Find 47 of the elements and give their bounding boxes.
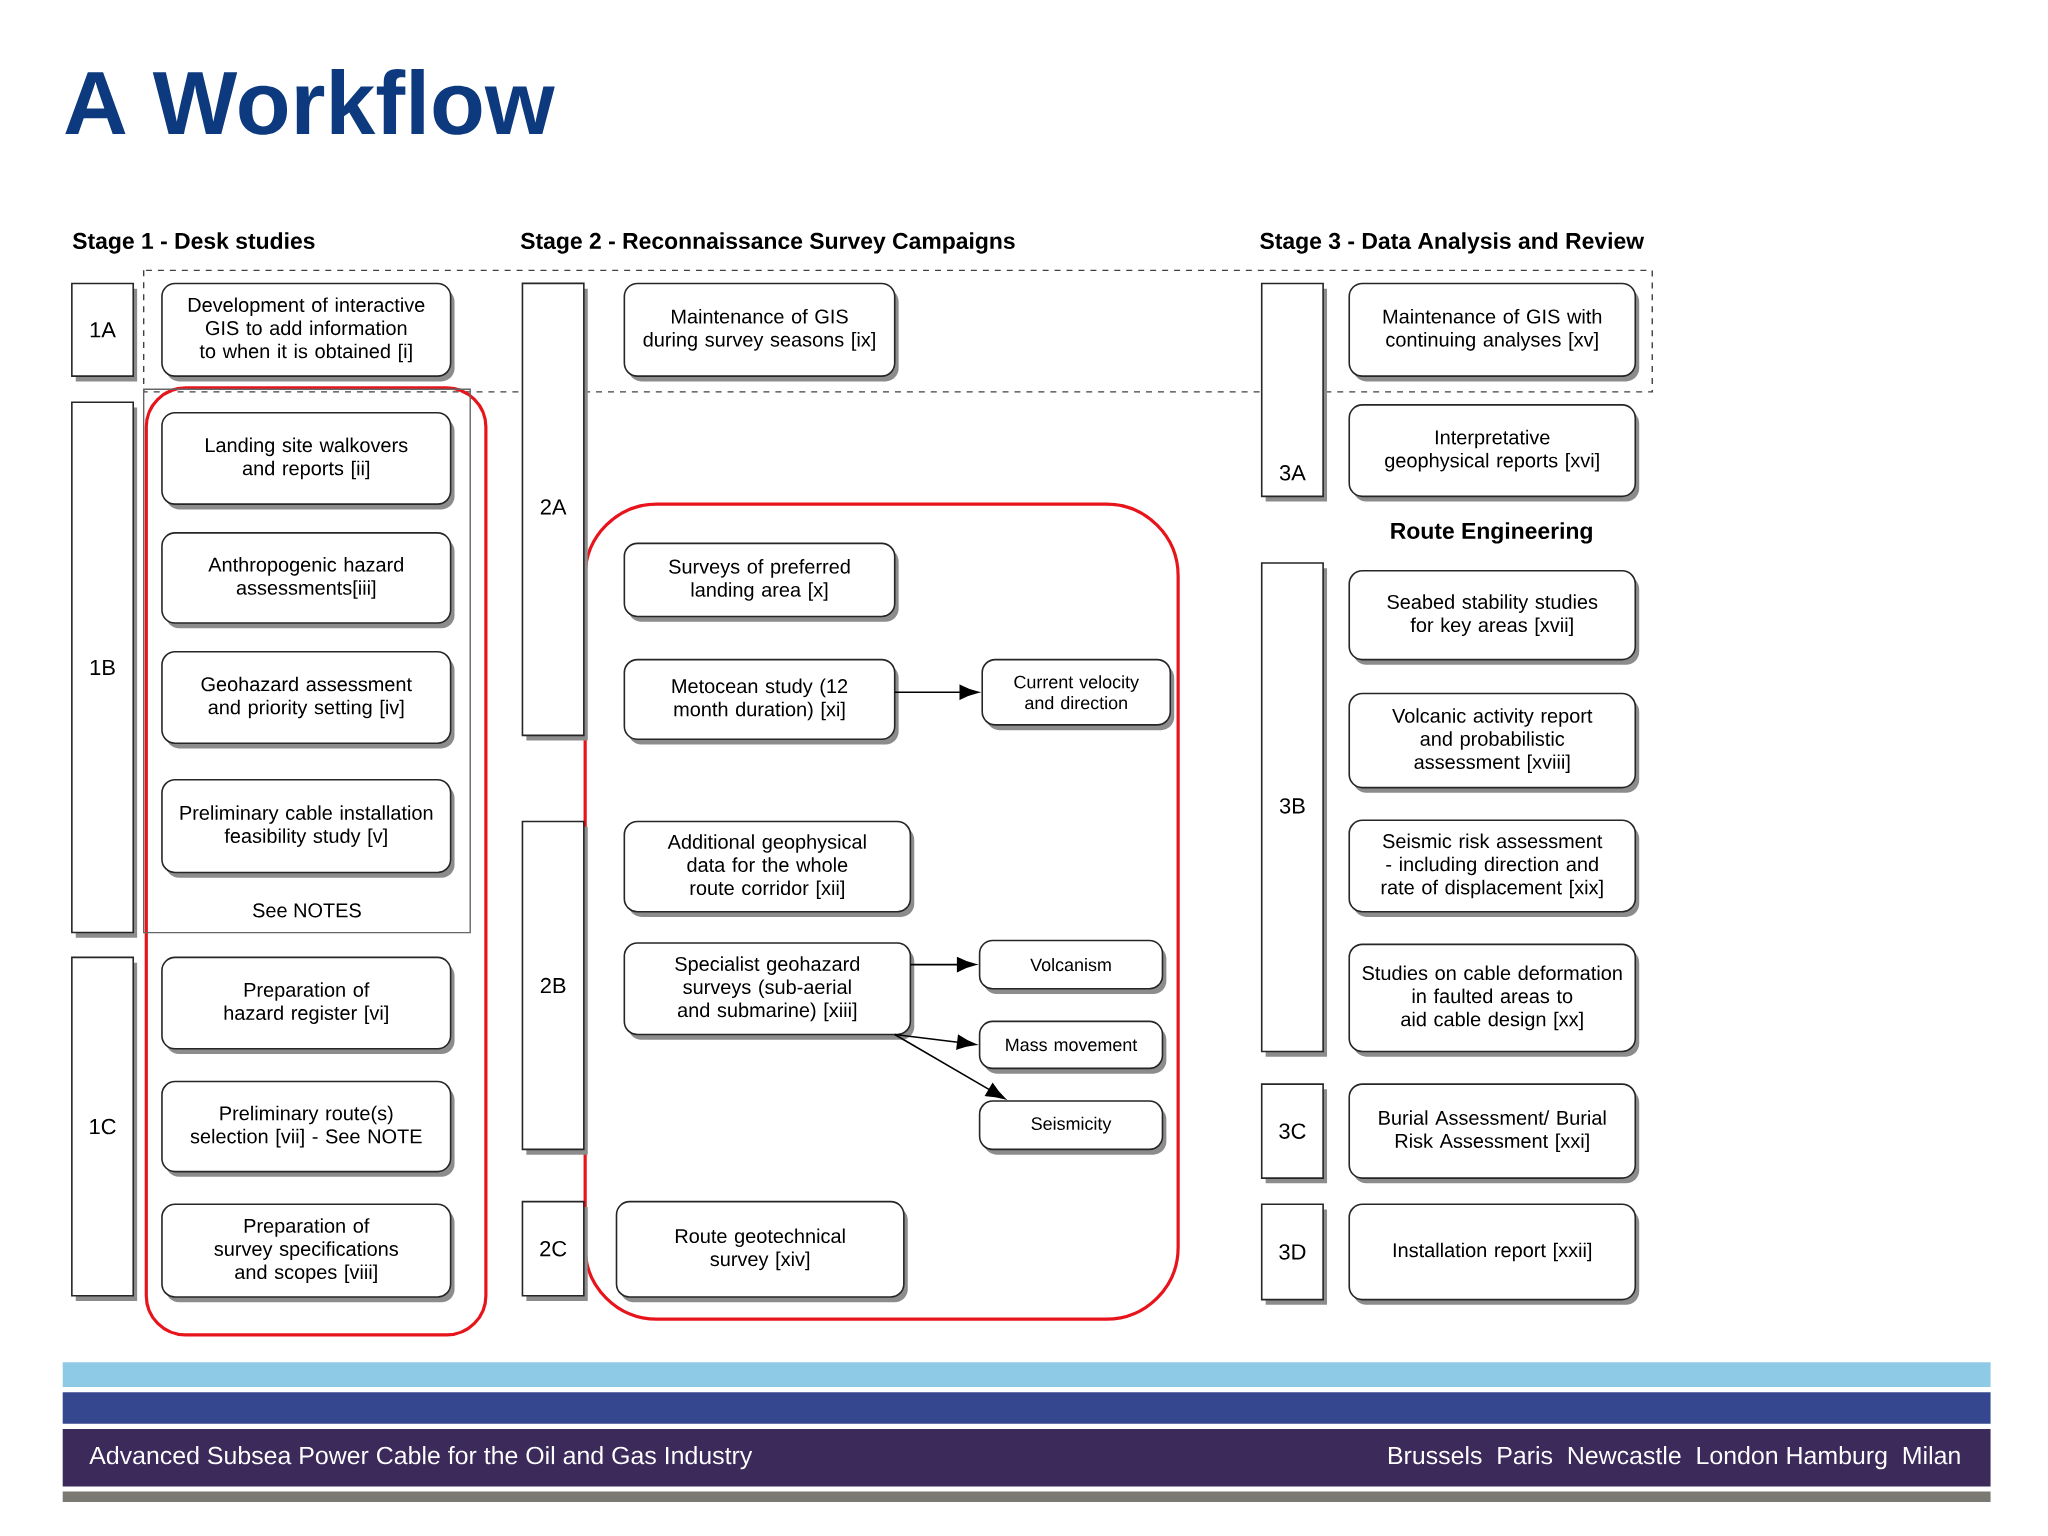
arrow xyxy=(909,957,977,972)
process-box: Preparation of survey specifications and scopes [viii] xyxy=(161,1203,455,1303)
process-box: Anthropogenic hazard assessments[iii] xyxy=(161,532,455,629)
process-box: Landing site walkovers and reports [ii] xyxy=(161,411,455,510)
arrow xyxy=(893,1033,977,1050)
outcome-box: Seismicity xyxy=(978,1100,1167,1155)
section-heading: Route Engineering xyxy=(1391,522,1592,544)
stage-bar: 3A xyxy=(1260,282,1328,502)
process-box: Installation report [xxii] xyxy=(1348,1203,1640,1305)
stage-heading: Stage 1 - Desk studies xyxy=(72,232,315,254)
stage-heading: Stage 3 - Data Analysis and Review xyxy=(1260,232,1645,254)
arrow xyxy=(893,1033,1006,1100)
stage-bar: 1B xyxy=(71,401,138,938)
stage-bar: 3B xyxy=(1260,562,1328,1057)
process-box: Surveys of preferred landing area [x] xyxy=(623,542,899,622)
stage-heading: Stage 2 - Reconnaissance Survey Campaigns xyxy=(520,232,1015,254)
title: A Workflow xyxy=(65,68,555,135)
process-box: Specialist geohazard surveys (sub-aerial and submarine) [xiii] xyxy=(623,942,915,1040)
process-box: Metocean study (12 month duration) [xi] xyxy=(623,658,899,745)
stage-bar: 2B xyxy=(521,820,588,1155)
process-box: Geohazard assessment and priority setting [iv] xyxy=(161,650,455,749)
process-box: Seismic risk assessment - including direction and rate of displacement [xix] xyxy=(1348,819,1640,917)
arrow xyxy=(893,684,979,700)
process-box: Volcanic activity report and probabilistic assessment [xviii] xyxy=(1348,692,1640,793)
process-box: Development of interactive GIS to add information to when it is obtained [i] xyxy=(161,282,455,382)
stage-bar: 2A xyxy=(521,282,588,741)
process-box: Maintenance of GIS with continuing analyses [xv] xyxy=(1348,282,1640,382)
stage-bar: 2C xyxy=(521,1200,588,1301)
process-box: Preliminary cable installation feasibility study [v] xyxy=(161,778,455,878)
stage-bar: 1C xyxy=(71,956,138,1301)
process-box: Burial Assessment/ Burial Risk Assessment [xxi] xyxy=(1348,1083,1640,1184)
stage-bar: 3C xyxy=(1260,1083,1328,1184)
footer-text: Advanced Subsea Power Cable for the Oil and Gas Industry xyxy=(89,1446,753,1470)
process-box: Route geotechnical survey [xiv] xyxy=(615,1200,908,1303)
process-box: Studies on cable deformation in faulted areas to aid cable design [xx] xyxy=(1348,943,1640,1057)
stage-bar: 3D xyxy=(1260,1203,1328,1305)
outcome-box: Current velocity and direction xyxy=(981,658,1175,731)
process-box: Interpretative geophysical reports [xvi] xyxy=(1348,404,1640,502)
footer-text: Brussels Paris Newcastle London Hamburg Milan xyxy=(1388,1446,1960,1470)
process-box: Preparation of hazard register [vi] xyxy=(161,956,455,1055)
process-box: Additional geophysical data for the whole route corridor [xii] xyxy=(623,820,915,917)
outcome-box: Volcanism xyxy=(978,939,1167,994)
outcome-box: Mass movement xyxy=(978,1020,1167,1074)
process-box: Maintenance of GIS during survey seasons [ix] xyxy=(623,282,899,382)
process-box: Seabed stability studies for key areas [xvii] xyxy=(1348,569,1640,665)
stage-bar: 1A xyxy=(71,282,138,382)
process-box: Preliminary route(s) selection [vii] - See NOTE xyxy=(161,1080,455,1177)
